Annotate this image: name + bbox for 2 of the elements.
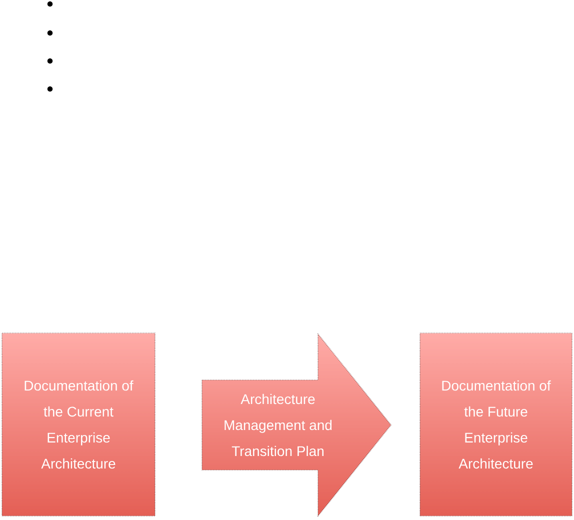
process-box: Documentation of the Future Enterprise Architecture: [420, 332, 572, 516]
process-box: Documentation of the Current Enterprise Architecture: [2, 332, 156, 516]
